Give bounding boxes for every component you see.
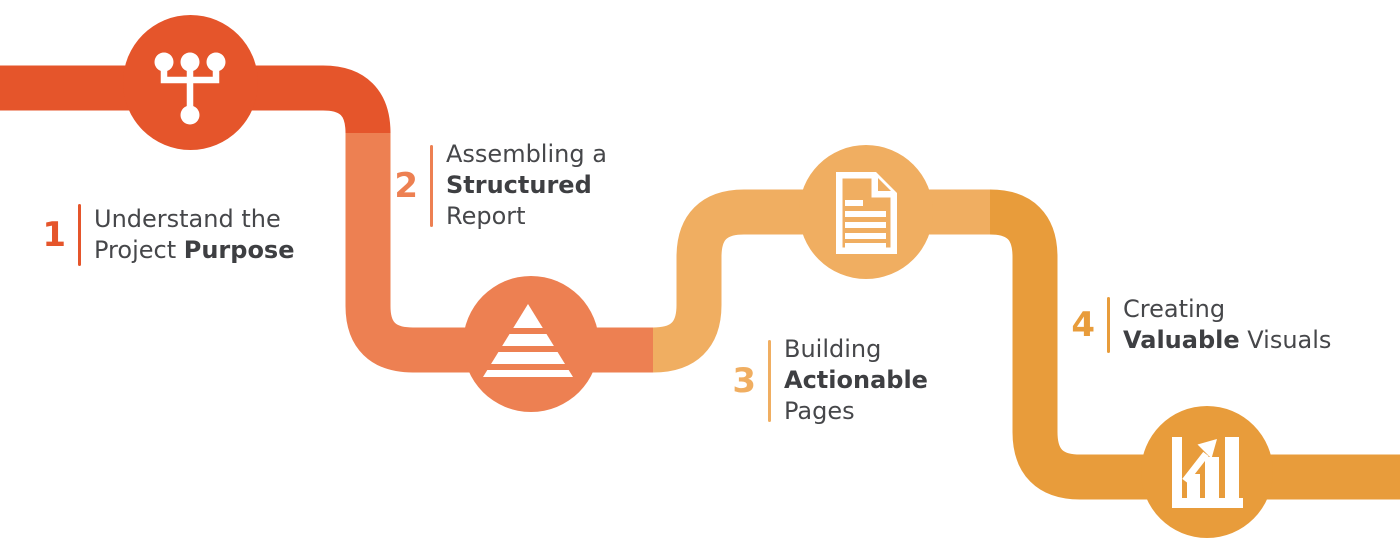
step-text-line: Report	[446, 202, 526, 230]
step-number: 3	[732, 360, 756, 401]
sitemap-icon	[154, 52, 226, 125]
flow-segment-3	[651, 189, 990, 373]
step-4-label: 4 Creating Valuable Visuals	[1061, 294, 1331, 356]
step-text-line: Building	[784, 335, 882, 363]
step-divider	[430, 144, 433, 227]
bar-chart-icon	[1172, 437, 1243, 508]
step-divider	[1107, 297, 1110, 353]
step-text-line: Actionable	[784, 366, 928, 394]
step-text: Understand the Project Purpose	[94, 204, 295, 266]
step-3-label: 3 Building Actionable Pages	[722, 334, 928, 427]
step-text-line: Structured	[446, 171, 592, 199]
step-text: Creating Valuable Visuals	[1123, 294, 1331, 356]
flow-segment-2	[345, 133, 653, 373]
step-2-label: 2 Assembling a Structured Report	[384, 139, 607, 232]
step-text-line: Understand the	[94, 205, 281, 233]
step-number: 4	[1071, 305, 1095, 345]
step-text-line: Valuable Visuals	[1123, 326, 1332, 354]
step-number: 2	[394, 165, 418, 206]
step-text-line: Pages	[784, 397, 855, 425]
step-text-line: Assembling a	[446, 140, 607, 168]
flow-segment-4	[988, 189, 1400, 500]
step-text: Building Actionable Pages	[784, 334, 928, 427]
step-text: Assembling a Structured Report	[446, 139, 607, 232]
flow-segment-1	[0, 65, 391, 135]
step-number: 1	[42, 215, 66, 255]
step-text-line: Creating	[1123, 295, 1226, 323]
document-icon	[836, 172, 897, 254]
step-divider	[768, 339, 771, 422]
step-divider	[78, 204, 81, 266]
step-text-line: Project Purpose	[94, 236, 295, 264]
step-1-label: 1 Understand the Project Purpose	[32, 204, 295, 266]
